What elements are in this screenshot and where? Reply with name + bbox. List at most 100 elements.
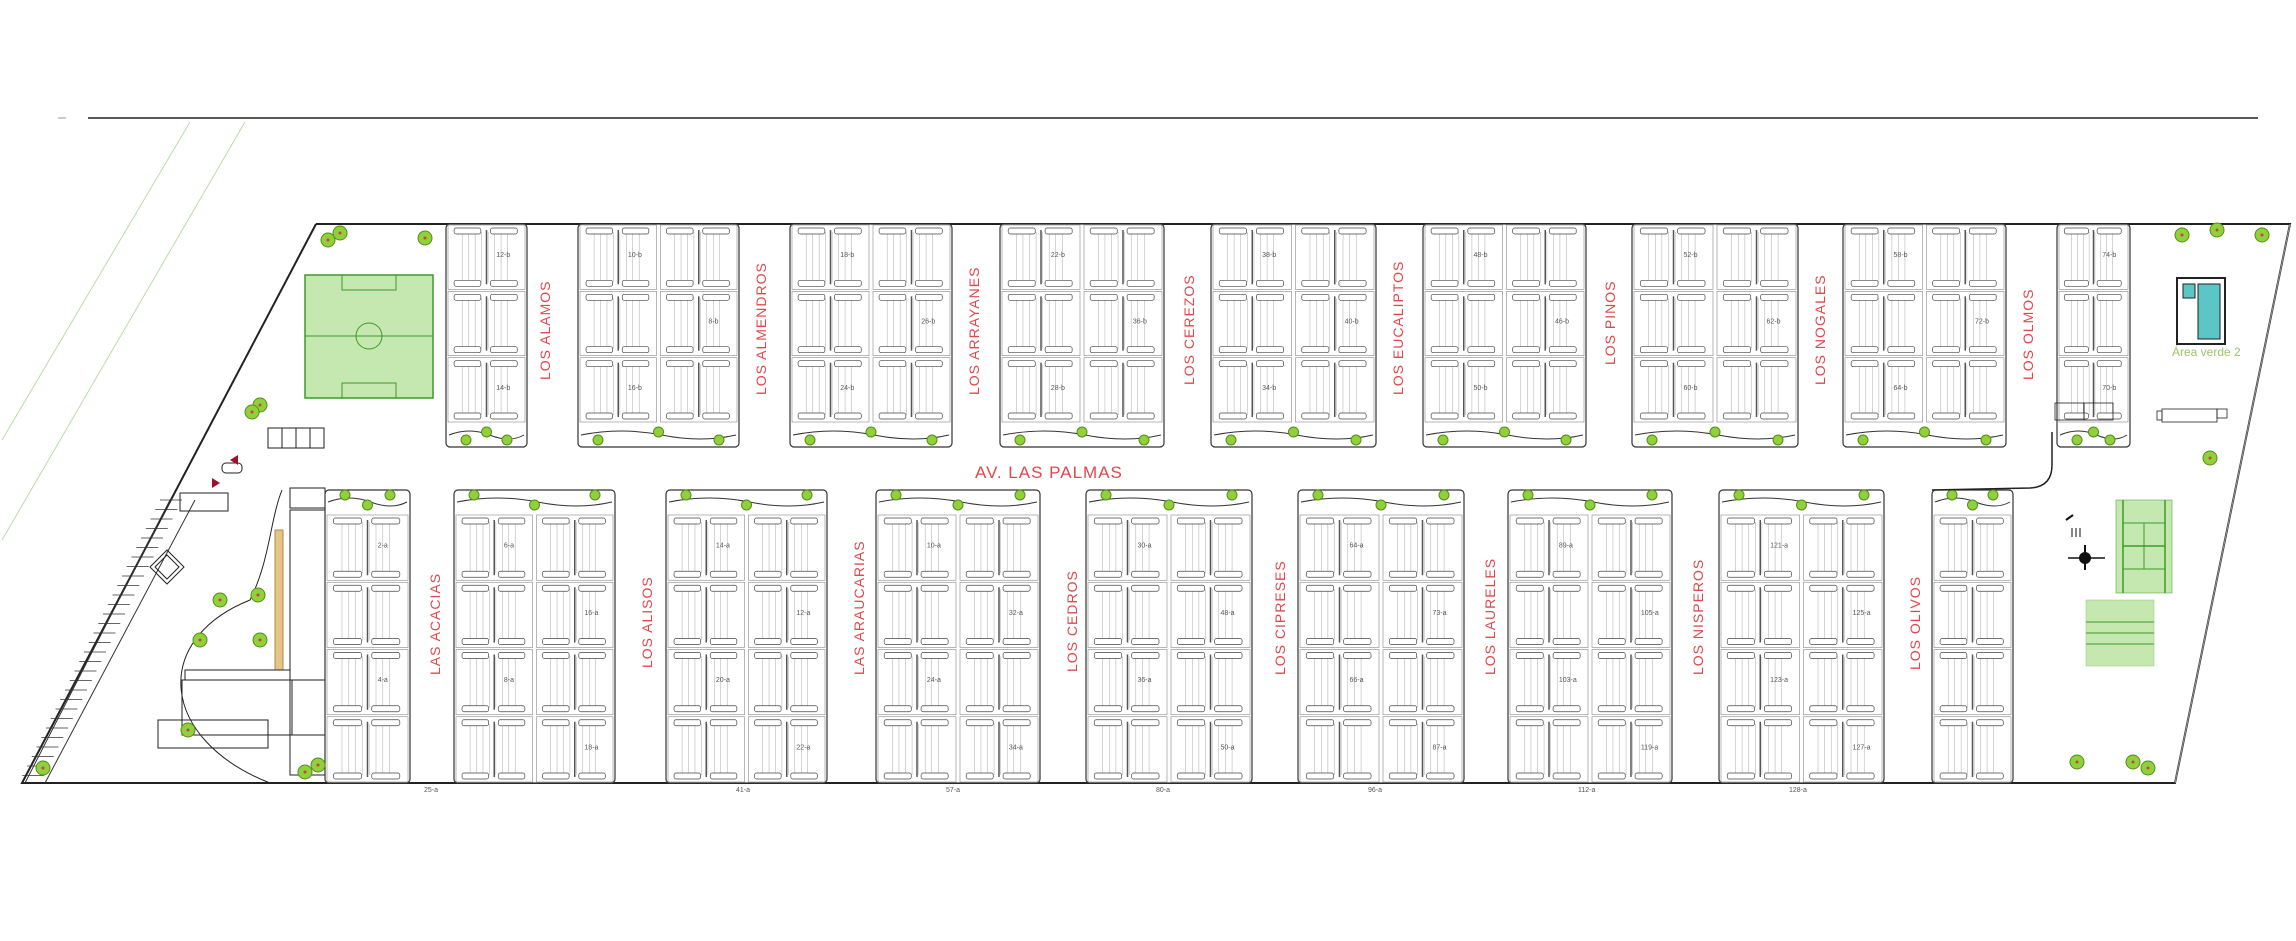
lot: 24-b bbox=[791, 357, 870, 423]
shrub-icon bbox=[339, 489, 351, 501]
lot bbox=[872, 357, 951, 423]
lot-number: 41-a bbox=[736, 787, 750, 794]
lot: 10-b bbox=[579, 224, 657, 290]
lot: 40-b bbox=[1295, 291, 1375, 356]
lot: 30-a bbox=[1087, 514, 1168, 581]
car-icon bbox=[666, 346, 694, 354]
car-icon bbox=[453, 279, 482, 287]
lot-outline bbox=[1591, 581, 1671, 648]
entrance-parking bbox=[179, 427, 325, 512]
lot-outline bbox=[959, 716, 1039, 783]
shrub-icon bbox=[1646, 489, 1658, 501]
car-icon bbox=[1044, 293, 1073, 301]
lot-outline bbox=[667, 649, 745, 716]
lot-number: 119-a bbox=[1641, 744, 1658, 751]
car-icon bbox=[1634, 772, 1663, 780]
car-icon bbox=[1809, 719, 1838, 727]
car-icon bbox=[1850, 227, 1879, 235]
car-icon bbox=[1677, 346, 1706, 354]
car-icon bbox=[2096, 227, 2122, 235]
car-icon bbox=[371, 652, 401, 659]
car-icon bbox=[2063, 346, 2089, 354]
car-icon bbox=[461, 517, 489, 525]
car-icon bbox=[1512, 346, 1540, 354]
street-label: LOS ALAMOS bbox=[537, 281, 553, 380]
car-icon bbox=[1338, 360, 1367, 368]
lot bbox=[1933, 581, 2012, 648]
lot-number: 38-b bbox=[1262, 252, 1276, 259]
car-icon bbox=[621, 293, 650, 301]
lot: 127-a bbox=[1803, 716, 1883, 783]
car-icon bbox=[702, 412, 730, 420]
car-icon bbox=[1426, 517, 1455, 525]
car-icon bbox=[1515, 517, 1544, 525]
lot bbox=[455, 581, 533, 648]
car-icon bbox=[1512, 227, 1540, 235]
car-icon bbox=[1131, 705, 1160, 713]
car-icon bbox=[1218, 227, 1247, 235]
tree-center-icon bbox=[423, 236, 427, 240]
car-icon bbox=[1002, 772, 1031, 780]
lot-outline bbox=[748, 716, 826, 783]
car-icon bbox=[790, 719, 818, 727]
car-icon bbox=[834, 360, 862, 368]
shrub-icon bbox=[589, 489, 601, 501]
lot bbox=[447, 291, 526, 356]
car-icon bbox=[1764, 638, 1792, 645]
lot: 66-a bbox=[1299, 649, 1380, 716]
lot-outline bbox=[667, 514, 745, 581]
lot-outline bbox=[2058, 224, 2129, 290]
lot-number: 2-a bbox=[378, 543, 388, 550]
lot-number: 64-a bbox=[1349, 543, 1363, 550]
lot-outline bbox=[1716, 291, 1797, 356]
car-icon bbox=[1305, 719, 1335, 727]
car-icon bbox=[1176, 772, 1206, 780]
car-icon bbox=[1126, 279, 1155, 287]
car-icon bbox=[915, 227, 943, 235]
car-icon bbox=[490, 346, 518, 354]
lot: 36-a bbox=[1087, 649, 1168, 716]
lot-outline bbox=[1844, 357, 1923, 423]
lot-number: 36-b bbox=[1133, 319, 1147, 326]
car-icon bbox=[578, 705, 606, 713]
shrub-icon bbox=[1980, 434, 1992, 446]
car-icon bbox=[1218, 279, 1247, 287]
car-icon bbox=[1846, 705, 1875, 713]
lot-outline bbox=[1844, 291, 1923, 356]
car-icon bbox=[1939, 517, 1968, 525]
car-icon bbox=[621, 360, 650, 368]
housing-block: 38-b34-b40-b bbox=[1210, 223, 1377, 448]
tree-center-icon bbox=[303, 770, 307, 774]
car-icon bbox=[1722, 293, 1752, 301]
car-icon bbox=[1256, 346, 1284, 354]
lot-outline bbox=[1087, 514, 1168, 581]
car-icon bbox=[1093, 584, 1123, 592]
shrub-icon bbox=[362, 499, 373, 511]
lot: 12-b bbox=[447, 224, 526, 290]
lot-outline bbox=[1933, 716, 2012, 783]
car-icon bbox=[1044, 412, 1073, 420]
car-icon bbox=[1126, 227, 1155, 235]
car-icon bbox=[1726, 772, 1755, 780]
car-icon bbox=[883, 517, 912, 525]
lot-outline bbox=[1591, 649, 1671, 716]
lot-outline bbox=[1926, 224, 2005, 290]
car-icon bbox=[497, 584, 526, 592]
lot bbox=[748, 514, 826, 581]
car-icon bbox=[666, 412, 694, 420]
street-label: LOS CEDROS bbox=[1064, 570, 1080, 672]
housing-block: 18-b24-b26-b bbox=[789, 223, 953, 448]
lot-outline bbox=[1720, 514, 1800, 581]
car-icon bbox=[542, 772, 570, 780]
lot: 125-a bbox=[1803, 581, 1883, 648]
lot bbox=[1295, 224, 1375, 290]
car-icon bbox=[578, 719, 606, 727]
car-icon bbox=[754, 705, 782, 713]
housing-block: 30-a36-a48-a50-a bbox=[1085, 489, 1253, 784]
shrub-icon bbox=[460, 434, 472, 446]
lot-number: 48-b bbox=[1474, 252, 1488, 259]
lot-number: 74-b bbox=[2102, 252, 2116, 259]
lot-outline bbox=[1212, 357, 1292, 423]
car-icon bbox=[1126, 412, 1155, 420]
lot bbox=[1591, 649, 1671, 716]
